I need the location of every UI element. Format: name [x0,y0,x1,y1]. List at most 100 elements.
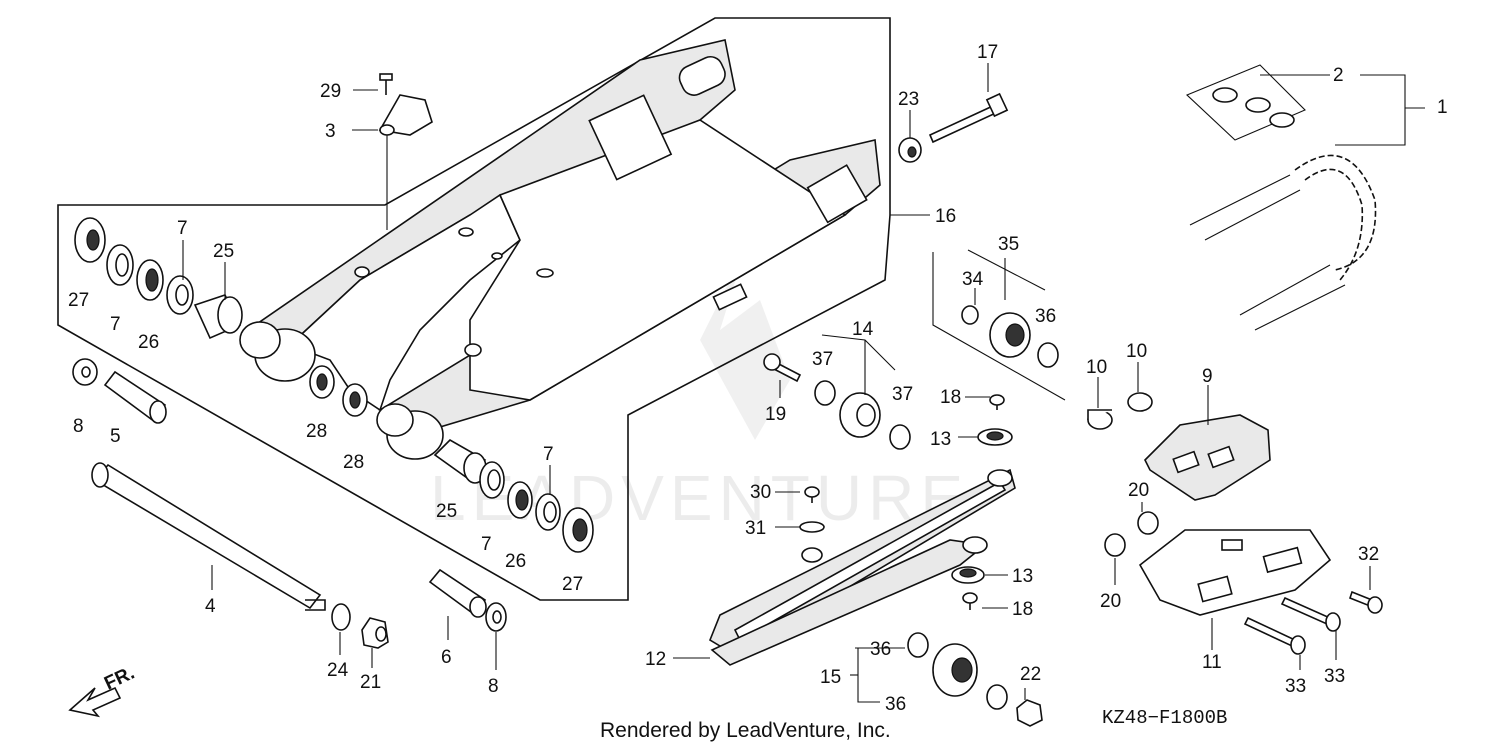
callout-5: 5 [110,426,121,447]
spacer-5 [103,370,167,424]
callout-34: 34 [962,269,984,290]
callout-4: 4 [205,596,216,617]
bolt-29 [379,73,393,95]
callout-17: 17 [977,42,998,63]
bolt-30 [804,486,820,503]
callout-18-a: 18 [940,387,961,408]
roller-assembly-35 [961,305,1059,368]
callout-3: 3 [325,121,336,142]
callout-29: 29 [320,81,341,102]
washer-8-left [72,358,98,386]
swingarm [239,39,881,460]
front-marker-label: FR. [101,663,138,695]
callout-33-b: 33 [1324,666,1345,687]
callout-21: 21 [360,672,381,693]
washer-8-right [485,602,507,632]
callout-23: 23 [898,89,919,110]
callout-27-b: 27 [562,574,583,595]
callout-1: 1 [1437,97,1448,118]
callout-10-a: 10 [1086,357,1107,378]
diagram-code: KZ48−F1800B [1102,707,1227,729]
callout-11: 11 [1202,652,1222,673]
roller-assembly-14 [814,334,911,450]
callout-35: 35 [998,234,1019,255]
bolt-33-right [1280,596,1341,632]
callout-10-b: 10 [1126,341,1147,362]
nut-21 [361,617,389,649]
callout-26-a: 26 [138,332,159,353]
callout-13-b: 13 [1012,566,1033,587]
callout-7-d: 7 [543,444,554,465]
callout-26-b: 26 [505,551,526,572]
callout-28-a: 28 [306,421,327,442]
callout-12: 12 [645,649,666,670]
callout-24: 24 [327,660,349,681]
callout-7-b: 7 [110,314,121,335]
callout-25-a: 25 [213,241,234,262]
bolt-18-lower [962,592,978,610]
bearing-stack-lower [309,365,594,553]
clamp-3 [378,94,433,230]
callout-19: 19 [765,404,786,425]
collar-20-lower [1104,533,1126,557]
callout-15: 15 [820,667,841,688]
washer-24 [331,603,351,631]
swingarm-group-outline [57,17,891,601]
callout-8-b: 8 [488,676,499,697]
callout-28-b: 28 [343,452,364,473]
bearing-stack-upper-left [74,217,243,340]
callout-33-a: 33 [1285,676,1306,697]
callout-8-a: 8 [73,416,84,437]
front-arrow-icon [68,686,122,718]
credit-text: Rendered by LeadVenture, Inc. [600,719,891,742]
drive-chain-1 [1189,154,1377,331]
callout-31: 31 [745,518,766,539]
bolt-33-left [1243,616,1306,655]
callout-14: 14 [852,319,874,340]
callout-36-c: 36 [885,694,906,715]
callout-22: 22 [1020,664,1041,685]
collar-10-left [1087,409,1113,430]
chain-slider-12 [709,468,1016,666]
pivot-bolt-4 [91,462,326,611]
callout-20-b: 20 [1100,591,1121,612]
nut-22 [1016,699,1043,727]
callout-leaders [182,63,1425,703]
callout-36-a: 36 [1035,306,1056,327]
callout-30: 30 [750,482,771,503]
chain-guide-slider-9 [1144,414,1271,501]
collar-20-upper [1137,511,1159,535]
roller-group-outline [932,252,1066,401]
callout-16: 16 [935,206,956,227]
callout-7-a: 7 [177,218,188,239]
callout-20-a: 20 [1128,480,1149,501]
bolt-32 [1349,590,1383,614]
callout-13-a: 13 [930,429,951,450]
callout-2: 2 [1333,65,1344,86]
callout-7-c: 7 [481,534,492,555]
bolt-18-upper [989,394,1005,410]
nut-23 [898,137,922,163]
callout-18-b: 18 [1012,599,1033,620]
washer-31 [799,521,825,533]
callout-25-b: 25 [436,501,457,522]
rubber-13-upper [977,428,1013,446]
chain-guide-11 [1138,529,1332,616]
callout-9: 9 [1202,366,1213,387]
callout-6: 6 [441,647,452,668]
collar-10-right [1127,392,1153,412]
callout-32: 32 [1358,544,1379,565]
roller-assembly-15 [907,632,1008,710]
callout-labels: 1 2 3 4 5 6 7 7 7 7 8 8 9 10 10 11 12 13… [68,42,1448,715]
rubber-13-lower [951,566,985,584]
callout-27-a: 27 [68,290,89,311]
chain-joint-2 [1185,64,1306,141]
callout-37-a: 37 [812,349,833,370]
bolt-19 [763,353,802,383]
callout-37-b: 37 [892,384,913,405]
spacer-6 [428,568,487,618]
bolt-17 [928,92,1009,144]
callout-36-b: 36 [870,639,891,660]
